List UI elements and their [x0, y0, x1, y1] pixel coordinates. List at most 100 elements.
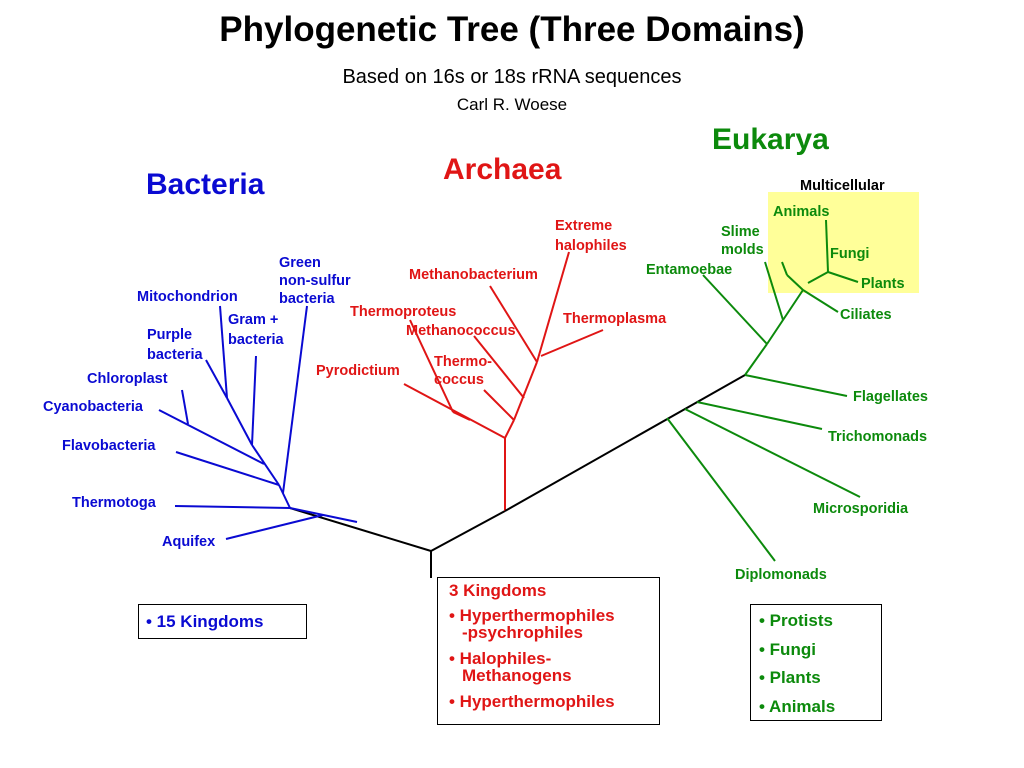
- branch-flagellates: [744, 374, 848, 397]
- label-thermoplasma: Thermoplasma: [563, 311, 667, 327]
- label-slime-molds: Slime molds: [721, 223, 764, 259]
- branch-cyanobacteria: [158, 409, 265, 465]
- archaea-branches: [403, 251, 604, 511]
- branch-slime-molds: [764, 261, 784, 321]
- branch-microsporidia: [684, 408, 861, 498]
- branch-internal-3: [226, 397, 253, 446]
- eukarya-box-item-plants: • Plants: [759, 668, 821, 687]
- label-methanobacterium: Methanobacterium: [409, 267, 538, 283]
- branch-thermoplasma: [540, 329, 604, 357]
- archaea-eukarya-connector: [504, 374, 746, 512]
- branch-eukarya-stem: [744, 343, 768, 376]
- archaea-box-item-3: • Hyperthermophiles: [438, 684, 659, 710]
- branch-internal-pyro: [452, 411, 471, 421]
- label-slime-molds-line1: Slime: [721, 224, 760, 240]
- label-gram-positive-line2: bacteria: [228, 332, 284, 348]
- branch-gram-positive: [251, 355, 257, 446]
- label-pyrodictium: Pyrodictium: [316, 363, 400, 379]
- label-fungi: Fungi: [830, 246, 870, 262]
- label-purple-line1: Purple: [147, 327, 193, 343]
- branch-entamoebae: [702, 274, 768, 345]
- branch-thermotoga: [174, 505, 291, 509]
- label-gram-positive-line1: Gram +: [228, 312, 279, 328]
- label-green-nonsulfur-line3: bacteria: [279, 291, 335, 307]
- archaea-box-item-2-line1: • Halophiles-: [449, 649, 552, 668]
- archaea-box-item-1-line1: • Hyperthermophiles: [449, 606, 615, 625]
- eukarya-box-list: • Protists • Fungi • Plants • Animals: [751, 605, 881, 721]
- branch-purple: [205, 359, 228, 399]
- label-methanococcus: Methanococcus: [406, 323, 516, 339]
- label-aquifex: Aquifex: [162, 534, 216, 550]
- archaea-kingdoms-box: 3 Kingdoms • Hyperthermophiles -psychrop…: [437, 577, 660, 725]
- branch-flavobacteria: [175, 451, 280, 486]
- archaea-box-item-2-line2: Methanogens: [462, 666, 572, 685]
- eukarya-kingdoms-box: • Protists • Fungi • Plants • Animals: [750, 604, 882, 721]
- label-multicellular: Multicellular: [800, 178, 885, 194]
- label-purple-bacteria: Purple bacteria: [147, 325, 203, 365]
- branch-internal-a2: [513, 361, 538, 421]
- domain-archaea: Archaea: [443, 153, 562, 186]
- domain-bacteria: Bacteria: [146, 168, 265, 201]
- branch-pyrodictium: [403, 383, 506, 439]
- branch-methanococcus: [473, 335, 525, 399]
- label-flagellates: Flagellates: [853, 389, 928, 405]
- label-slime-molds-line2: molds: [721, 242, 764, 258]
- branch-extreme-halophiles: [536, 251, 570, 363]
- label-purple-line2: bacteria: [147, 347, 203, 363]
- archaea-box-item-1: • Hyperthermophiles -psychrophiles: [438, 601, 659, 641]
- branch-internal-multi-2: [781, 261, 788, 276]
- label-trichomonads: Trichomonads: [828, 429, 928, 445]
- label-diplomonads: Diplomonads: [735, 567, 827, 583]
- branch-mitochondrion: [219, 305, 228, 399]
- branch-methanobacterium: [489, 285, 538, 363]
- branch-bacteria-stem: [289, 507, 358, 523]
- branch-aquifex: [225, 514, 324, 540]
- branch-internal-1: [278, 484, 291, 509]
- archaea-box-item-3-line1: • Hyperthermophiles: [449, 692, 615, 711]
- domain-eukarya: Eukarya: [712, 123, 829, 156]
- label-extreme-halophiles-line2: halophiles: [555, 238, 627, 254]
- subtitle: Based on 16s or 18s rRNA sequences: [342, 66, 682, 88]
- eukarya-box-item-fungi: • Fungi: [759, 639, 816, 659]
- label-thermococcus: Thermo- coccus: [434, 353, 492, 389]
- author: Carl R. Woese: [456, 95, 568, 114]
- label-green-nonsulfur-line2: non-sulfur: [279, 273, 351, 289]
- label-green-nonsulfur: Green non-sulfur bacteria: [279, 254, 351, 308]
- root-to-bacteria: [289, 507, 432, 552]
- label-thermotoga: Thermotoga: [72, 495, 156, 511]
- label-entamoebae: Entamoebae: [646, 262, 733, 278]
- branch-plants: [827, 271, 859, 283]
- label-green-nonsulfur-line1: Green: [279, 255, 321, 271]
- label-animals: Animals: [773, 204, 830, 220]
- branch-trichomonads: [696, 401, 823, 430]
- page-title: Phylogenetic Tree (Three Domains): [219, 10, 805, 49]
- label-extreme-halophiles: Extreme halophiles: [555, 216, 627, 256]
- eukarya-box-item-protists: • Protists: [759, 611, 833, 630]
- label-plants: Plants: [861, 276, 905, 292]
- bacteria-branches: [158, 305, 358, 540]
- bacteria-box-item: • 15 Kingdoms: [146, 612, 264, 631]
- label-thermoproteus: Thermoproteus: [350, 304, 457, 320]
- branch-fungi-plants: [807, 271, 829, 284]
- label-extreme-halophiles-line1: Extreme: [555, 218, 613, 234]
- archaea-box-heading: 3 Kingdoms: [449, 581, 547, 600]
- branch-to-eukarya: [504, 374, 746, 512]
- eukarya-box-item-animals: • Animals: [759, 696, 836, 716]
- label-gram-positive: Gram + bacteria: [228, 310, 284, 350]
- branch-thermococcus: [483, 389, 515, 421]
- branch-internal-a1: [504, 419, 515, 439]
- root-to-archaea-eukarya: [430, 510, 506, 552]
- branch-animals: [825, 219, 829, 273]
- label-ciliates: Ciliates: [840, 307, 892, 323]
- root-branches: [289, 507, 506, 578]
- label-thermococcus-line2: coccus: [434, 372, 484, 388]
- branch-diplomonads: [666, 417, 776, 562]
- branch-crown: [766, 289, 804, 345]
- branch-internal-2: [251, 444, 280, 486]
- archaea-box-item-2: • Halophiles- Methanogens: [438, 641, 659, 684]
- label-mitochondrion: Mitochondrion: [137, 289, 238, 305]
- label-cyanobacteria: Cyanobacteria: [43, 399, 143, 415]
- label-flavobacteria: Flavobacteria: [62, 438, 156, 454]
- branch-chloroplast: [181, 389, 189, 425]
